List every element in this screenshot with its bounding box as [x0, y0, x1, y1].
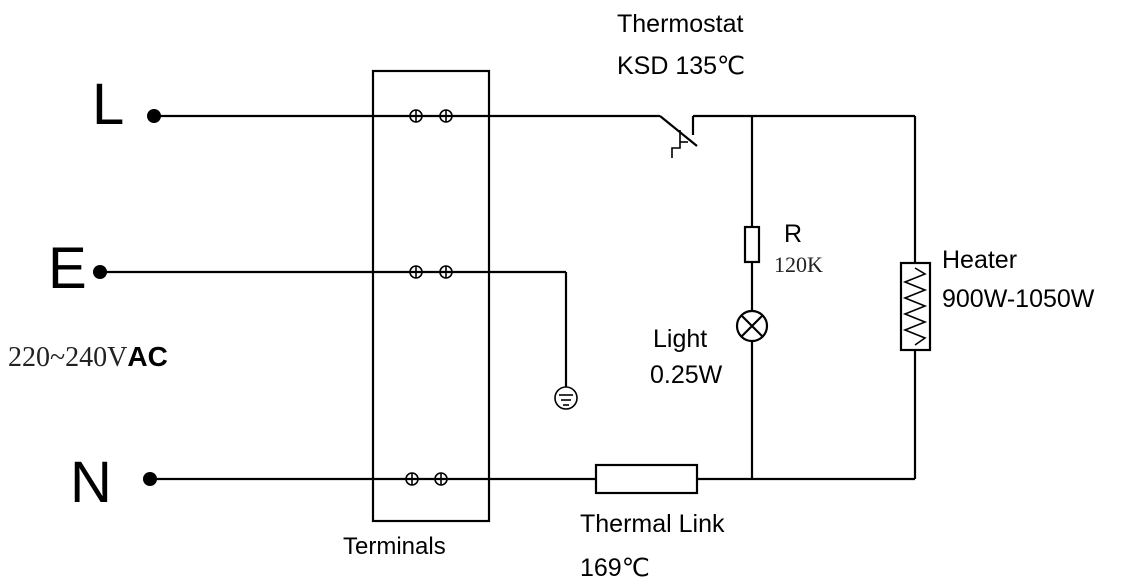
thermostat-symbol [659, 115, 698, 158]
supply-voltage-label: 220~240VAC [8, 341, 168, 373]
line-label-L: L [92, 72, 124, 137]
line-label-N: N [70, 450, 112, 515]
wires [100, 114, 917, 481]
thermostat-name: Thermostat [617, 10, 743, 38]
terminal-screw-icon [405, 109, 453, 486]
thermostat-model: KSD 135℃ [617, 52, 745, 80]
lamp-icon [735, 309, 769, 343]
thermal-link-symbol [594, 463, 699, 495]
light-power: 0.25W [650, 361, 723, 389]
ground-icon [554, 386, 578, 410]
heater-power: 900W-1050W [942, 285, 1095, 313]
resistor-symbol [743, 225, 761, 264]
resistor-value: 120K [774, 252, 823, 277]
heater-name: Heater [942, 246, 1017, 274]
thermal-link-name: Thermal Link [580, 510, 725, 538]
heater-coil-icon [899, 261, 932, 352]
thermal-link-rating: 169℃ [580, 554, 650, 582]
supply-voltage-range: 220~240V [8, 342, 127, 373]
light-name: Light [653, 325, 707, 353]
terminals-label: Terminals [343, 533, 446, 560]
svg-text:220~240VAC: 220~240VAC [8, 341, 168, 373]
line-label-E: E [48, 236, 87, 301]
resistor-name: R [784, 220, 802, 248]
supply-voltage-unit: AC [127, 341, 167, 372]
terminal-block [371, 69, 491, 523]
